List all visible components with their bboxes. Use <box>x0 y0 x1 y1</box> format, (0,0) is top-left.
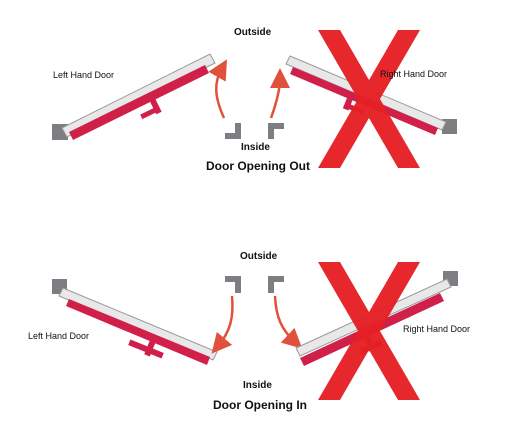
door-handle-icon <box>140 95 162 120</box>
frame-block-icon <box>268 123 284 139</box>
door-panel <box>69 65 209 140</box>
bottom-outside-label: Outside <box>240 251 278 262</box>
frame-block-icon <box>268 276 284 293</box>
top-outside-label: Outside <box>234 27 272 38</box>
top-inside-label: Inside <box>241 142 270 153</box>
cross-mark-icon <box>318 262 420 400</box>
swing-arrow-icon <box>208 59 227 119</box>
frame-block-icon <box>225 276 241 293</box>
bottom-caption: Door Opening In <box>213 398 307 412</box>
bottom-left-door-label: Left Hand Door <box>28 331 90 341</box>
bottom-inside-label: Inside <box>243 380 272 391</box>
cross-mark-icon <box>318 30 420 168</box>
swing-arrow-icon <box>273 295 303 349</box>
door-handle-icon <box>128 339 164 359</box>
top-left-door-label: Left Hand Door <box>53 70 115 80</box>
swing-arrow-icon <box>269 68 290 119</box>
frame-block-icon <box>225 123 241 139</box>
swing-arrow-icon <box>211 295 234 354</box>
door-slab <box>58 287 218 361</box>
bottom-left-hand-door <box>52 279 218 365</box>
top-right-door-label: Right Hand Door <box>380 69 448 79</box>
bottom-right-door-label: Right Hand Door <box>403 324 471 334</box>
top-right-hand-door <box>285 30 457 168</box>
door-panel <box>66 299 210 365</box>
top-left-hand-door <box>52 53 216 140</box>
bottom-right-hand-door <box>295 262 458 400</box>
top-caption: Door Opening Out <box>206 159 310 173</box>
